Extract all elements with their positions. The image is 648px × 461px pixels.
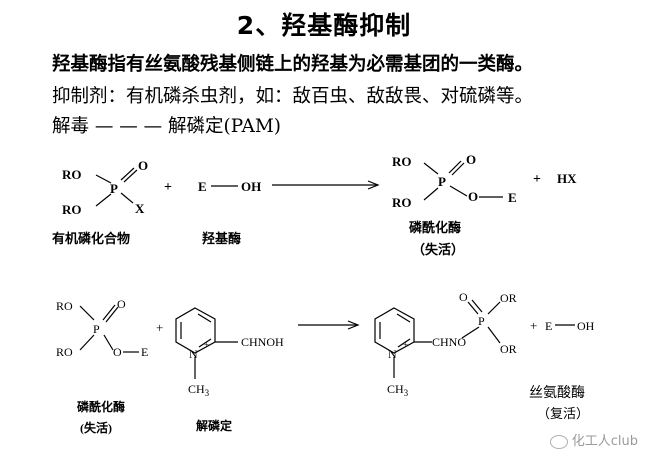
r1p-p: P — [438, 174, 446, 189]
inhibitors-line: 抑制剂：有机磷杀虫剂，如：敌百虫、敌敌畏、对硫磷等。 — [52, 86, 534, 107]
prod-methyl: CH3 — [387, 382, 409, 398]
r1-x: X — [135, 201, 145, 216]
prod-n: N — [388, 347, 397, 361]
r2-ro-bottom: RO — [56, 345, 73, 359]
label-hydroxyl-enzyme: 羟基酶 — [202, 231, 241, 246]
r2-e-right: E — [545, 319, 552, 333]
label-reactivated: （复活） — [537, 406, 589, 421]
label-phosphorylated-enzyme-2: 磷酰化酶 — [77, 399, 125, 414]
label-inactivated-2: (失活) — [80, 420, 112, 435]
slide-title: 2、羟基酶抑制 — [236, 11, 412, 40]
prod-p: P — [478, 314, 485, 328]
watermark: 化工人club — [549, 430, 638, 449]
r2-p: P — [93, 322, 100, 336]
label-phosphorylated-enzyme: 磷酰化酶 — [409, 220, 461, 235]
r1-oh: OH — [241, 179, 261, 194]
r1-ro-top: RO — [62, 167, 82, 182]
pam-n: N — [189, 347, 198, 361]
r1p-e: E — [508, 190, 517, 205]
r1-hx: HX — [557, 171, 577, 186]
r2-plus2: + — [530, 318, 537, 333]
r1p-ro-bottom: RO — [392, 195, 412, 210]
wechat-icon — [549, 434, 568, 449]
r1-plus2: + — [533, 172, 541, 187]
r1-p: P — [110, 181, 118, 196]
pam-methyl: CH3 — [188, 382, 210, 398]
r1p-ro-top: RO — [392, 154, 412, 169]
prod-side-chain: CHNO — [432, 335, 466, 349]
prod-o: O — [459, 290, 468, 304]
label-inactivated: （失活） — [412, 242, 464, 257]
r1-o: O — [138, 158, 148, 173]
antidote-line: 解毒 — — — 解磷定(PAM) — [52, 116, 282, 137]
label-pam: 解磷定 — [196, 418, 232, 433]
r1-e: E — [198, 179, 207, 194]
label-organophosphate: 有机磷化合物 — [52, 231, 130, 246]
r2-e: E — [141, 345, 148, 359]
r1p-o-link: O — [468, 189, 478, 204]
prod-or-bottom: OR — [500, 342, 517, 356]
label-serine-enzyme: 丝氨酸酶 — [529, 385, 585, 401]
watermark-text: 化工人club — [571, 434, 638, 449]
r2-plus1: + — [156, 320, 163, 335]
r2-o: O — [117, 297, 126, 311]
r2-o-link: O — [113, 345, 122, 359]
prod-or-top: OR — [500, 291, 517, 305]
r1-ro-bottom: RO — [62, 202, 82, 217]
prod-charge: + — [403, 340, 408, 350]
pam-charge: + — [204, 340, 209, 350]
pam-side-chain: CHNOH — [241, 335, 284, 349]
r2-ro-top: RO — [56, 299, 73, 313]
r1p-o: O — [466, 152, 476, 167]
r2-oh-right: OH — [577, 319, 595, 333]
definition-line: 羟基酶指有丝氨酸残基侧链上的羟基为必需基团的一类酶。 — [52, 54, 534, 75]
r1-plus1: + — [164, 180, 172, 195]
